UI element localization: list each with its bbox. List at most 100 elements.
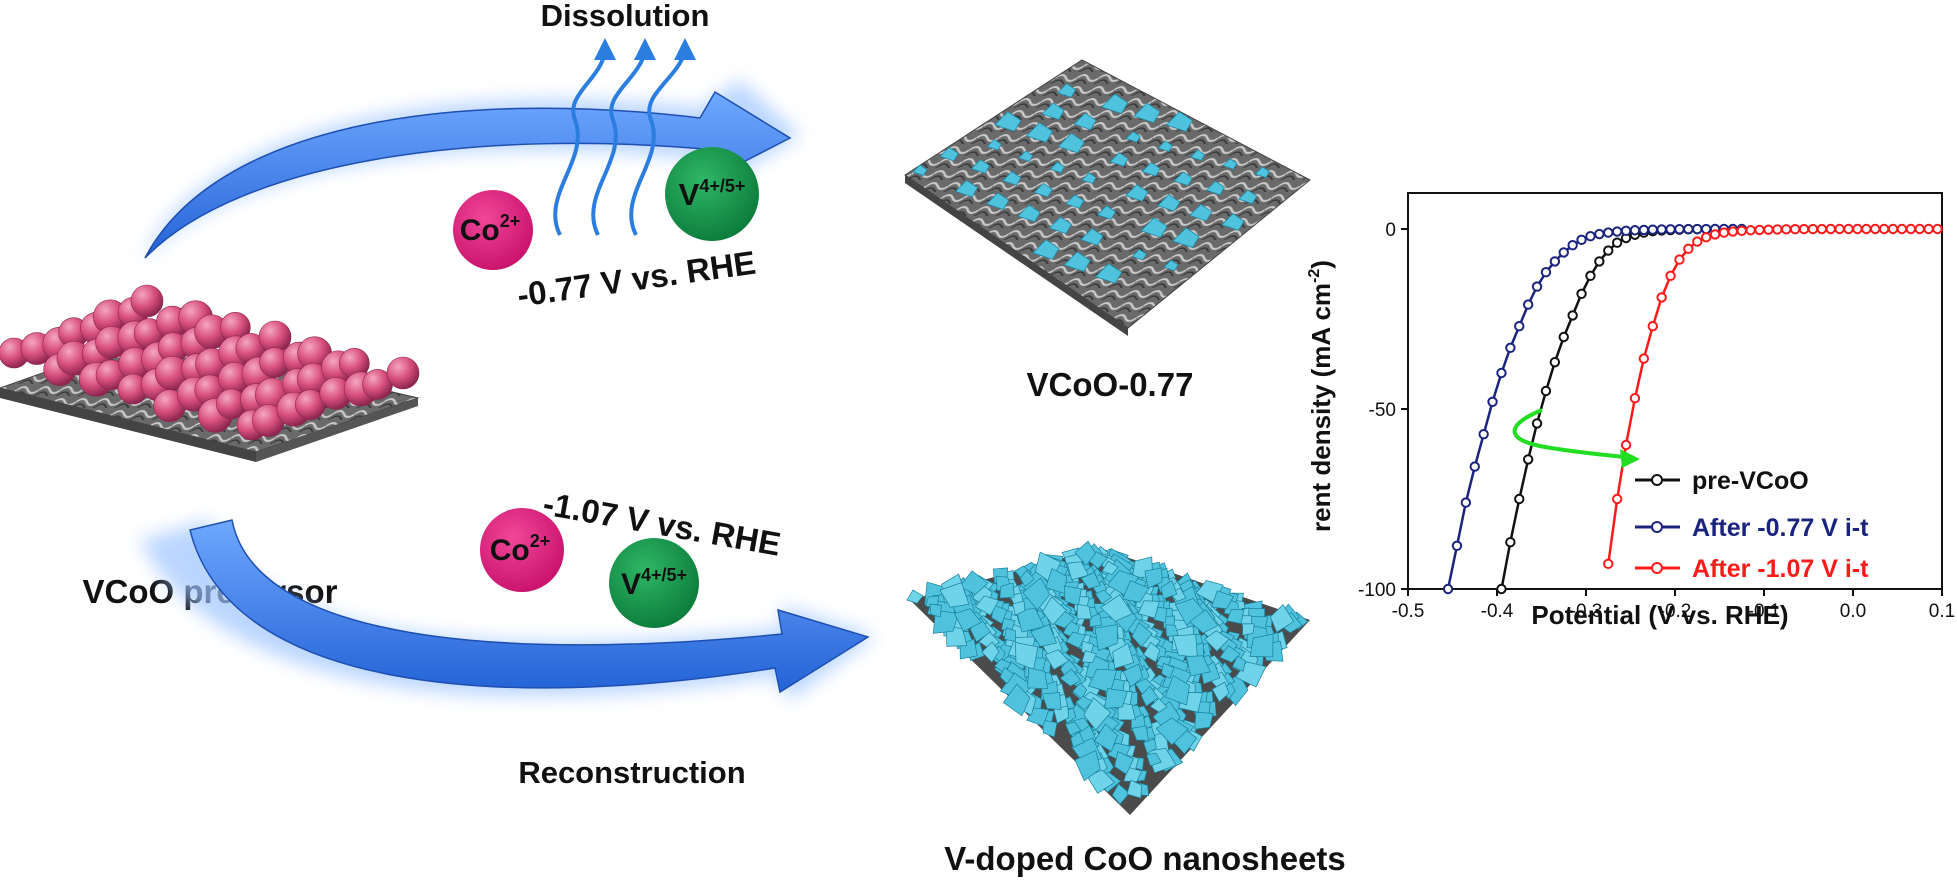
legend-label: After -1.07 V i-t: [1692, 555, 1869, 583]
nanosheet: [1131, 622, 1153, 648]
nanosheet: [1074, 750, 1101, 782]
nanosheet: [1270, 604, 1295, 633]
series-point: [1718, 227, 1730, 238]
nanosheet: [959, 570, 989, 595]
series-point: [1736, 225, 1747, 237]
nanosheet: [1066, 561, 1089, 581]
series-point: [1585, 231, 1596, 242]
nanosheet: [981, 641, 1000, 663]
flake: [1172, 227, 1200, 248]
top-potential-label: -0.77 V vs. RHE: [515, 244, 758, 314]
nanosheet: [1053, 705, 1070, 724]
nanosheet: [1042, 719, 1058, 738]
flake: [1065, 194, 1085, 209]
nanosheet: [1111, 783, 1130, 805]
nanosheet: [1122, 663, 1144, 688]
arrowhead-up: [674, 38, 696, 60]
x-tick-label: -0.4: [1481, 601, 1514, 622]
bottom-arrow-body: [189, 519, 870, 694]
nanosheet: [1186, 655, 1211, 677]
nanosheet: [1149, 697, 1168, 713]
reconstruction-label: Reconstruction: [518, 755, 745, 790]
y-tick-label: -100: [1358, 580, 1396, 601]
series-point: [1656, 224, 1667, 235]
nanosheet: [1165, 624, 1179, 637]
top-arrow-body: [144, 90, 792, 259]
nanosheet: [906, 589, 924, 604]
nanosheet: [1075, 695, 1093, 711]
series-point: [1772, 224, 1783, 235]
stream-line: [553, 51, 607, 236]
legend-marker: [1651, 562, 1663, 574]
series-point: [1629, 225, 1641, 236]
nanosheet: [1204, 630, 1230, 652]
flake: [1101, 93, 1129, 114]
nanosheet: [1143, 738, 1157, 755]
nanosheet: [1072, 682, 1088, 700]
series-point: [1683, 223, 1694, 235]
annotation-curve: [1512, 408, 1633, 460]
v-ion-circle: [609, 538, 699, 628]
series-point: [1603, 227, 1614, 238]
series-point: [1700, 223, 1712, 235]
series-point: [1914, 223, 1925, 235]
nanosheet: [1140, 685, 1159, 707]
series-point: [1540, 385, 1552, 397]
nanosheet: [929, 603, 942, 618]
nanosheet: [1114, 751, 1134, 775]
nanosheet: [1074, 540, 1096, 567]
series-point: [1665, 224, 1676, 235]
series-point: [1460, 497, 1472, 508]
bottom-arrow: [140, 519, 875, 700]
series-point: [1629, 393, 1641, 404]
stream-line: [629, 51, 687, 236]
series-point: [1896, 223, 1908, 235]
flake: [939, 146, 959, 162]
series-point: [1923, 223, 1934, 235]
series-point: [1905, 223, 1917, 235]
nanosheet: [1126, 779, 1142, 799]
series-point: [1638, 224, 1650, 236]
series-point: [1754, 224, 1765, 236]
dissolution-arrowheads: [594, 38, 696, 60]
nanosheet: [1022, 577, 1051, 611]
nanosheet: [1242, 623, 1255, 636]
series-point: [1576, 234, 1587, 246]
flake: [1096, 205, 1117, 220]
series-point: [1638, 353, 1650, 364]
top-arrow: [140, 80, 800, 262]
flake: [1025, 122, 1054, 143]
nanosheet: [953, 608, 982, 632]
series-point: [1656, 292, 1667, 303]
nanosheets-flakes: [906, 540, 1309, 805]
nanosheet: [1012, 600, 1026, 616]
series-point: [1505, 342, 1516, 353]
x-tick-label: -0.3: [1570, 601, 1603, 622]
flake: [1125, 184, 1149, 202]
series-point: [1709, 229, 1721, 240]
nanosheet: [1146, 752, 1162, 767]
series-point: [1496, 367, 1507, 379]
nanosheet: [1070, 731, 1085, 748]
nanosheets-illustration: [906, 540, 1310, 815]
series-point: [1549, 357, 1561, 368]
x-tick-label: -0.5: [1392, 601, 1425, 622]
x-axis-title: Potential (V vs. RHE): [1531, 600, 1788, 630]
series-point: [1727, 226, 1739, 237]
series-point: [1825, 223, 1836, 235]
nanosheet: [1045, 567, 1067, 595]
nanosheet: [1029, 623, 1058, 647]
series-point: [1522, 299, 1534, 310]
flake: [912, 164, 928, 176]
nanosheet: [1094, 589, 1113, 605]
series-point: [1611, 237, 1623, 248]
vcoo-077-flakes: [912, 83, 1270, 284]
nanosheet: [1044, 649, 1070, 671]
co-ion-circle: [453, 190, 533, 270]
series-point: [1781, 224, 1792, 235]
sphere: [386, 356, 420, 390]
series-point: [1887, 223, 1899, 235]
precursor-spheres: [0, 284, 420, 441]
